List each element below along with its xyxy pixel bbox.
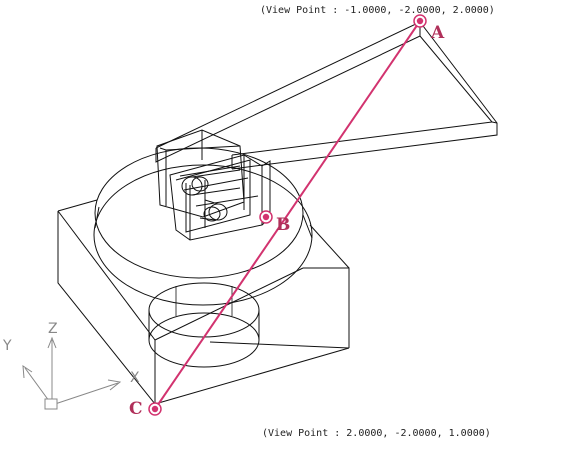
point-label-b: B [276, 215, 290, 235]
view-line-ac [154, 20, 421, 410]
base-block [57, 199, 350, 406]
wireframe-model [57, 21, 498, 406]
lower-cylinder [148, 282, 260, 368]
point-label-a: A [430, 23, 445, 43]
arm-beam [155, 21, 498, 170]
point-marker-c [148, 402, 162, 416]
axis-label-z: Z [48, 321, 58, 337]
point-label-c: C [129, 399, 143, 419]
axis-label-y: Y [2, 338, 12, 354]
axis-label-x: X [130, 370, 140, 386]
axis-indicator [22, 336, 122, 410]
point-marker-b [259, 210, 273, 224]
point-marker-a [413, 14, 427, 28]
small-shafts [181, 169, 241, 222]
view-point-bottom-text: (View Point : 2.0000, -2.0000, 1.0000) [262, 428, 491, 439]
view-point-top-text: (View Point : -1.0000, -2.0000, 2.0000) [260, 5, 495, 16]
center-housing [156, 129, 271, 241]
